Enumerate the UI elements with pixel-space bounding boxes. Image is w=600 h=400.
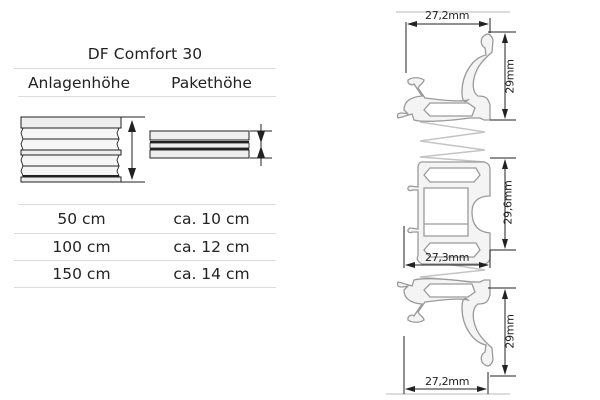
profile-diagram: 27,2mm 29mm 29,6mm 27,3mm 29mm 27,2mm (380, 0, 600, 400)
cell-anlagenhoehe: 50 cm (57, 210, 106, 228)
height-table: DF Comfort 30 Anlagenhöhe Pakethöhe 50 c… (14, 0, 276, 300)
middle-height-label: 29,6mm (501, 180, 515, 225)
middle-profile-icon (407, 161, 491, 265)
cell-anlagenhoehe: 100 cm (52, 238, 111, 256)
profile-drawing (386, 11, 516, 395)
top-width-label: 27,2mm (425, 9, 470, 22)
table-title: DF Comfort 30 (87, 45, 203, 63)
cord-icon (419, 121, 486, 163)
divider (18, 96, 276, 97)
divider (18, 204, 276, 205)
bottom-width-label: 27,2mm (425, 375, 470, 388)
column-header-anlagenhoehe: Anlagenhöhe (27, 74, 131, 92)
divider (14, 287, 276, 288)
bottom-profile-icon (396, 278, 494, 367)
bottom-height-label: 29mm (503, 314, 517, 349)
column-header-pakethoehe: Pakethöhe (171, 74, 252, 92)
divider (14, 260, 276, 261)
pleated-blind-packed-icon (149, 124, 272, 166)
pleated-blind-extended-icon (20, 116, 145, 183)
top-height-label: 29mm (503, 59, 517, 94)
top-profile-icon (396, 33, 494, 122)
cell-pakethoehe: ca. 10 cm (173, 210, 250, 228)
divider (14, 68, 276, 69)
cell-pakethoehe: ca. 12 cm (173, 238, 250, 256)
cell-anlagenhoehe: 150 cm (52, 265, 111, 283)
middle-width-label: 27,3mm (425, 251, 470, 264)
divider (14, 233, 276, 234)
cell-pakethoehe: ca. 14 cm (173, 265, 250, 283)
